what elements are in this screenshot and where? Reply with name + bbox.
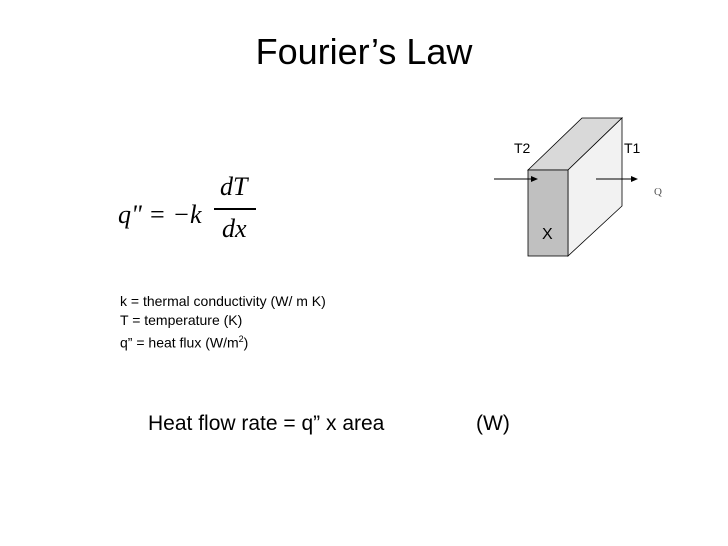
slab-svg [494,117,638,257]
definition-q-exponent: 2 [238,334,244,344]
inflow-arrow-head [531,176,538,182]
heat-flow-unit: (W) [476,412,510,435]
definition-q: q” = heat flux (W/m2) [120,330,326,353]
slide-title: Fourier’s Law [255,31,473,72]
label-q: Q [654,186,662,198]
definition-q-close: ) [243,334,249,351]
definition-q-text: q” = heat flux (W/m [120,334,239,351]
definition-t: T = temperature (K) [120,312,243,328]
equation-lhs: q" = −k [118,200,202,229]
equation-numerator: dT [220,172,248,201]
label-t2: T2 [514,140,531,156]
fraction-bar [214,208,256,210]
label-x: X [542,226,553,243]
heat-flow-rate: Heat flow rate = q” x area (W) [148,410,510,438]
equation-denominator: dx [222,214,247,243]
label-t1: T1 [624,140,641,156]
slab-front-face [527,169,569,257]
definitions-list: k = thermal conductivity (W/ m K) T = te… [120,292,326,353]
outflow-arrow-head [631,176,638,182]
definition-k: k = thermal conductivity (W/ m K) [120,293,326,309]
heat-flow-text: Heat flow rate = q” x area [148,412,385,435]
fourier-equation: q" = −k dT dx [118,170,278,250]
